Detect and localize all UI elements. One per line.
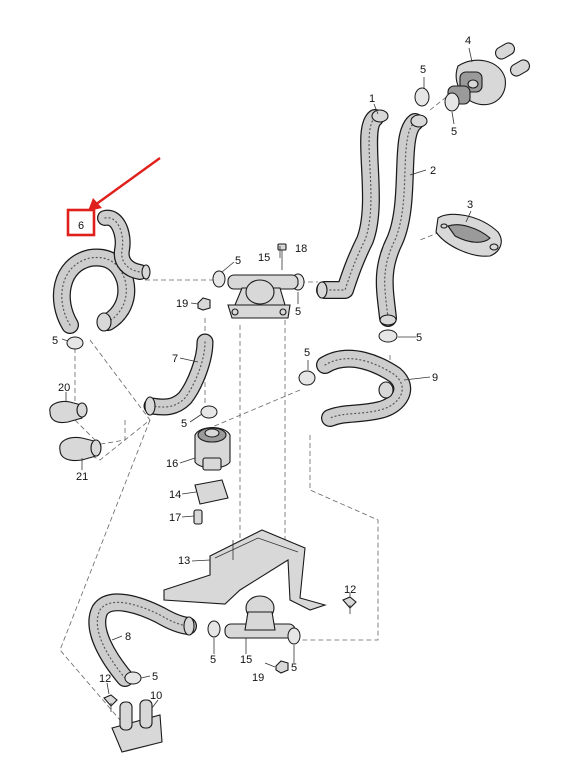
callout-3: 3: [467, 199, 473, 211]
callout-5-k: 5: [152, 671, 158, 683]
callout-5-g: 5: [304, 347, 310, 359]
callout-20: 20: [58, 382, 70, 394]
callout-17: 17: [169, 512, 181, 524]
connection-flange-10: [111, 699, 163, 753]
mounting-bracket-13: [163, 529, 327, 611]
coolant-hose-2: [375, 113, 428, 327]
coolant-pump-16: [194, 426, 231, 471]
callout-5-d: 5: [235, 255, 241, 267]
bracket-14: [194, 479, 229, 505]
coolant-hose-8: [88, 593, 197, 687]
callout-14: 14: [169, 489, 181, 501]
highlight-arrow-icon: [88, 157, 161, 211]
callout-19-b: 19: [252, 672, 264, 684]
bolt-18: [277, 243, 287, 270]
callout-5-f: 5: [52, 335, 58, 347]
callout-5-e: 5: [295, 306, 301, 318]
flange-part-3: [435, 213, 502, 257]
callout-10: 10: [150, 690, 162, 702]
callout-15-a: 15: [258, 252, 270, 264]
connection-flange-part-4: [447, 42, 531, 106]
bolt-12-right: [342, 596, 357, 614]
coolant-hose-7: [143, 333, 214, 416]
callout-9: 9: [432, 372, 438, 384]
sealing-plug-20: [49, 400, 88, 424]
callout-19-a: 19: [176, 298, 188, 310]
nut-19-upper: [197, 297, 211, 311]
highlight-box-6: [66, 208, 96, 237]
callout-16: 16: [166, 458, 178, 470]
callout-6: 6: [78, 220, 84, 232]
callout-5-a: 5: [420, 64, 426, 76]
callout-8: 8: [125, 631, 131, 643]
callout-12-a: 12: [344, 584, 356, 596]
callout-21: 21: [76, 471, 88, 483]
callout-15-b: 15: [240, 654, 252, 666]
coolant-hose-1: [316, 109, 389, 299]
callout-5-h: 5: [181, 418, 187, 430]
sealing-plug-21: [59, 436, 102, 462]
callout-1: 1: [369, 93, 375, 105]
callout-18: 18: [295, 243, 307, 255]
t-piece-connector-15-lower: [207, 595, 301, 645]
callout-5-c: 5: [416, 332, 422, 344]
callout-13: 13: [178, 555, 190, 567]
callout-4: 4: [465, 35, 471, 47]
coolant-hose-9: [316, 349, 412, 427]
callout-5-j: 5: [291, 662, 297, 674]
t-piece-connector-15-upper: [227, 274, 299, 319]
nut-19-lower: [275, 660, 289, 674]
bolt-12-lower: [103, 694, 118, 712]
bolt-17: [193, 509, 203, 525]
coolant-hose-6: [52, 209, 151, 334]
callout-12-b: 12: [99, 673, 111, 685]
callout-5-i: 5: [210, 654, 216, 666]
callout-leader-lines: [61, 47, 473, 709]
callout-numbers: 1 2 3 4 5 5 5 5 5 5 5 5 5 5 5 6 7 8 9 10…: [52, 35, 473, 702]
callout-2: 2: [430, 165, 436, 177]
callout-5-b: 5: [451, 126, 457, 138]
callout-7: 7: [172, 353, 178, 365]
